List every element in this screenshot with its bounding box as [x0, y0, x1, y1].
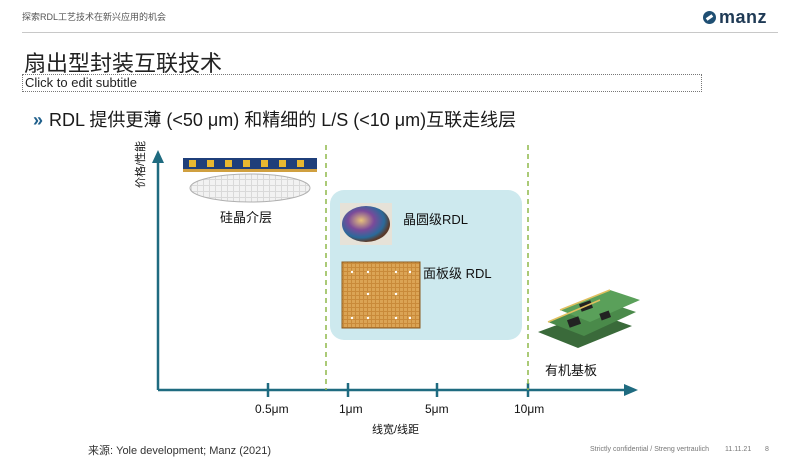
label-organic-substrate: 有机基板: [545, 363, 598, 378]
tick-label-2: 5μm: [425, 402, 449, 416]
subtitle-placeholder[interactable]: Click to edit subtitle: [22, 74, 702, 92]
silicon-interposer-image: [183, 158, 317, 203]
label-panel-rdl: 面板级 RDL: [423, 266, 492, 281]
bullet-point: »RDL 提供更薄 (<50 μm) 和精细的 L/S (<10 μm)互联走线…: [33, 106, 516, 132]
tick-label-1: 1μm: [339, 402, 363, 416]
label-silicon-interposer: 硅晶介层: [220, 210, 273, 225]
confidential-note: Strictly confidential / Streng vertrauli…: [590, 446, 710, 453]
y-axis-label: 价格/性能: [135, 140, 147, 188]
x-axis-arrow-icon: [624, 384, 638, 396]
manz-logo-icon: [703, 11, 716, 24]
tick-label-3: 10μm: [514, 402, 545, 416]
source-note: 来源: Yole development; Manz (2021): [88, 445, 272, 457]
slide-title[interactable]: 扇出型封装互联技术: [24, 51, 223, 76]
footer-date: 11.11.21: [725, 446, 752, 453]
panel-image: [341, 261, 421, 329]
bullet-text: RDL 提供更薄 (<50 μm) 和精细的 L/S (<10 μm)互联走线层: [49, 110, 517, 130]
label-wafer-rdl: 晶圆级RDL: [403, 212, 469, 227]
wafer-image: [340, 203, 392, 245]
manz-logo: manz: [703, 7, 767, 28]
header-divider: [22, 32, 778, 33]
tick-label-0: 0.5μm: [255, 402, 289, 416]
y-axis-arrow-icon: [152, 150, 164, 163]
bullet-marker: »: [33, 110, 44, 130]
logo-text: manz: [719, 7, 768, 27]
x-axis-label: 线宽/线距: [372, 424, 420, 436]
header-title: 探索RDL工艺技术在新兴应用的机会: [22, 12, 167, 22]
substrate-boards-image: [538, 289, 640, 348]
page-number: 8: [765, 446, 769, 453]
